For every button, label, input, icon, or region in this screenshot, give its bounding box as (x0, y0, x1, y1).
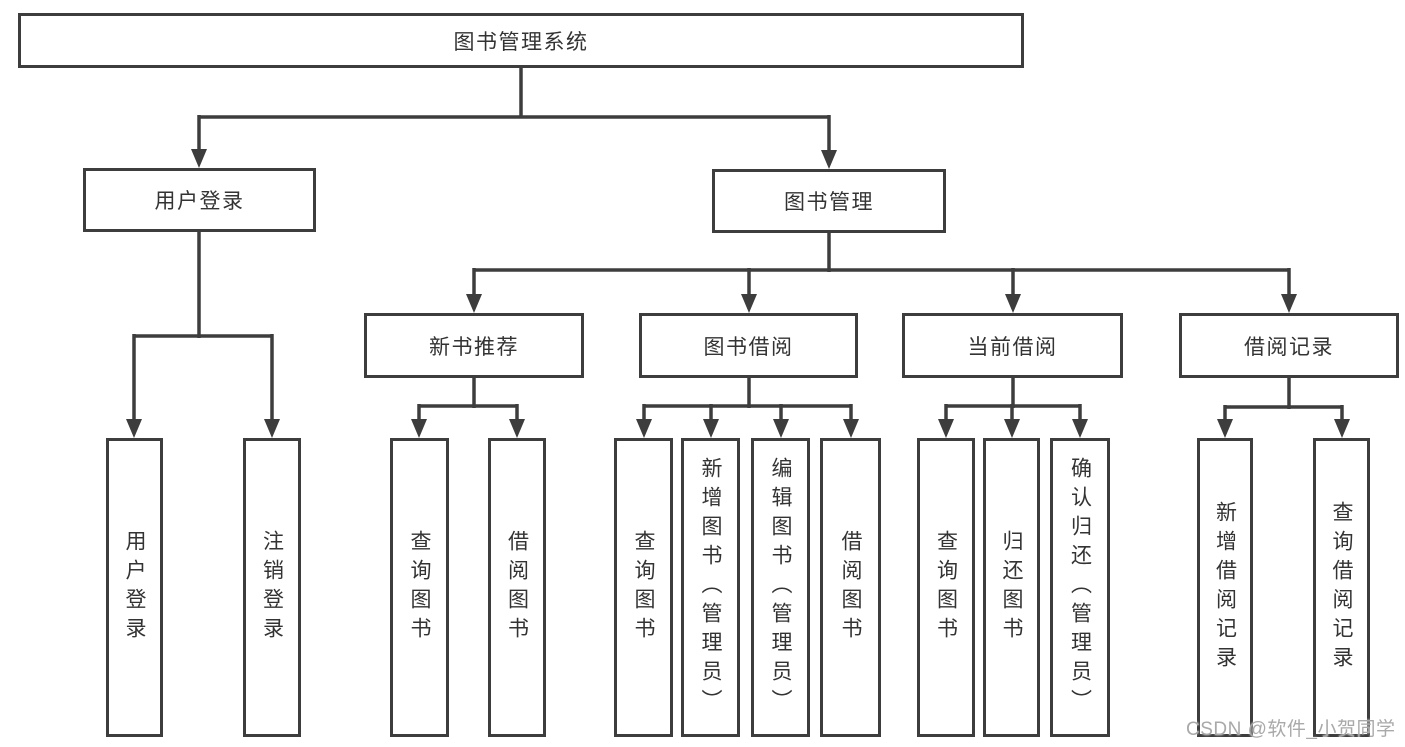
leaf-query-borrow-record-label: 查询借阅记录 (1330, 500, 1353, 675)
node-book-borrowing-label: 图书借阅 (703, 335, 794, 359)
leaf-query-books-current-label: 查询图书 (934, 529, 958, 646)
node-library-system-label: 图书管理系统 (453, 30, 589, 54)
leaf-edit-books-admin: 编辑图书（管理员） (751, 438, 810, 737)
leaf-borrow-books-recommend: 借阅图书 (488, 438, 546, 737)
leaf-return-books: 归还图书 (983, 438, 1040, 737)
leaf-borrow-books-recommend-label: 借阅图书 (505, 529, 529, 646)
leaf-edit-books-admin-label: 编辑图书（管理员） (769, 457, 792, 718)
leaf-query-books-recommend: 查询图书 (390, 438, 449, 737)
node-book-management: 图书管理 (712, 169, 946, 233)
node-user-login: 用户登录 (83, 168, 316, 232)
connector-root-split (191, 68, 837, 169)
leaf-add-borrow-record-label: 新增借阅记录 (1213, 500, 1237, 675)
leaf-add-books-admin-label: 新增图书（管理员） (699, 457, 722, 718)
leaf-add-books-admin: 新增图书（管理员） (681, 438, 740, 737)
leaf-borrow-books: 借阅图书 (820, 438, 881, 737)
node-book-management-label: 图书管理 (784, 191, 874, 214)
leaf-logout-label: 注销登录 (260, 529, 284, 646)
leaf-logout: 注销登录 (243, 438, 301, 737)
leaf-user-login: 用户登录 (106, 438, 163, 737)
leaf-query-books-recommend-label: 查询图书 (408, 529, 431, 646)
connector-borrow-records-split (1217, 378, 1350, 438)
node-book-borrowing: 图书借阅 (639, 313, 858, 378)
leaf-confirm-return-admin: 确认归还（管理员） (1050, 438, 1110, 737)
leaf-query-books-current: 查询图书 (917, 438, 975, 737)
leaf-query-books-borrow-label: 查询图书 (632, 529, 655, 646)
connector-current-borrow-split (938, 378, 1088, 438)
leaf-query-books-borrow: 查询图书 (614, 438, 673, 737)
connector-book-management-split (466, 233, 1297, 313)
node-current-borrowing-label: 当前借阅 (967, 335, 1058, 359)
node-current-borrowing: 当前借阅 (902, 313, 1123, 378)
connector-new-book-split (411, 378, 525, 438)
node-borrow-records: 借阅记录 (1179, 313, 1399, 378)
node-new-book-recommend-label: 新书推荐 (429, 335, 519, 359)
leaf-query-borrow-record: 查询借阅记录 (1313, 438, 1370, 737)
node-borrow-records-label: 借阅记录 (1244, 335, 1334, 359)
leaf-return-books-label: 归还图书 (1000, 529, 1023, 646)
node-library-system: 图书管理系统 (18, 13, 1024, 68)
leaf-confirm-return-admin-label: 确认归还（管理员） (1068, 457, 1092, 718)
node-user-login-label: 用户登录 (154, 190, 245, 213)
leaf-borrow-books-label: 借阅图书 (839, 529, 862, 646)
csdn-watermark: CSDN @软件_小贺同学 (1186, 719, 1396, 740)
connector-book-borrow-split (636, 378, 859, 438)
leaf-add-borrow-record: 新增借阅记录 (1197, 438, 1253, 737)
node-new-book-recommend: 新书推荐 (364, 313, 584, 378)
connector-user-login-split (126, 232, 280, 438)
leaf-user-login-label: 用户登录 (123, 529, 146, 646)
